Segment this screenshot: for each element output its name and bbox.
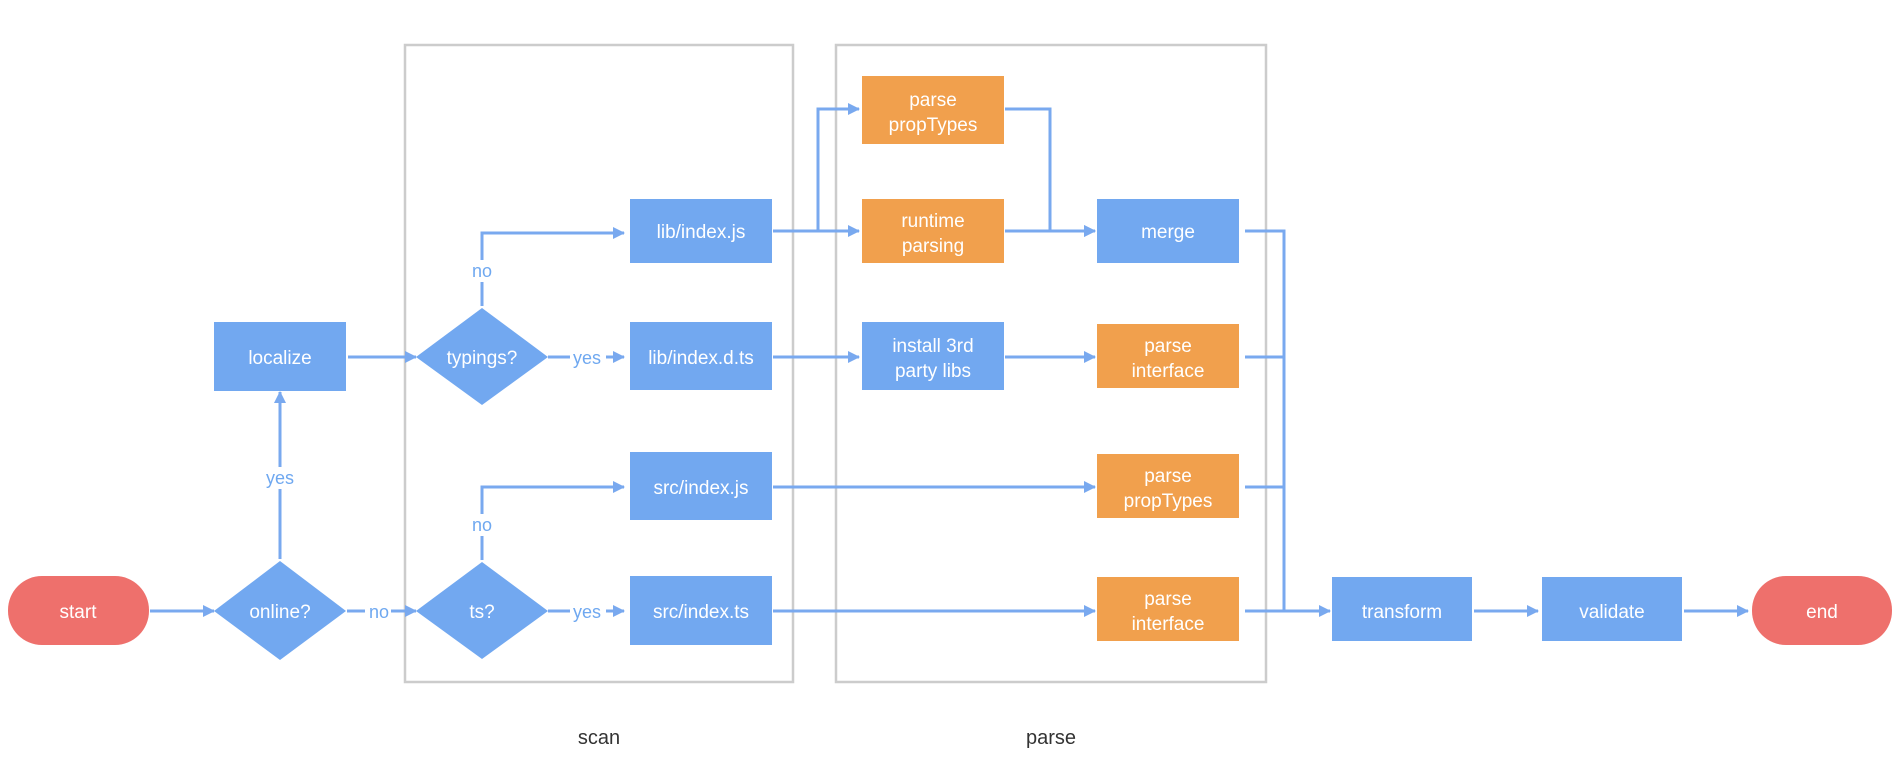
- edge-ts-src-index-js: [480, 481, 625, 560]
- node-localize-label: localize: [248, 348, 311, 369]
- edge-label-typings-no: no: [472, 261, 492, 281]
- edge-labels: yes no no yes no yes: [263, 260, 606, 623]
- node-src-index-ts-label: src/index.ts: [653, 602, 749, 623]
- node-end: end: [1752, 576, 1892, 645]
- node-parse-proptypes-lower-label-1: parse: [1144, 466, 1192, 487]
- node-transform: transform: [1332, 577, 1472, 641]
- node-transform-label: transform: [1362, 602, 1442, 623]
- edge-label-ts-yes: yes: [573, 602, 601, 622]
- node-online-label: online?: [249, 602, 310, 623]
- node-src-index-js: src/index.js: [630, 452, 772, 520]
- node-parse-interface-lower-label-1: parse: [1144, 589, 1192, 610]
- node-parse-interface-lower-label-2: interface: [1132, 614, 1205, 635]
- scan-group-frame: [403, 43, 795, 684]
- node-online: online?: [214, 561, 346, 660]
- node-parse-proptypes-lower: parse propTypes: [1097, 454, 1239, 518]
- node-install-3rd-party: install 3rd party libs: [862, 322, 1004, 390]
- node-typings: typings?: [416, 308, 548, 405]
- edge-lib-index-js-parse-proptypes: [773, 103, 860, 233]
- node-ts: ts?: [416, 562, 548, 659]
- edge-typings-lib-index-js: [480, 227, 625, 306]
- node-runtime-parsing-label-2: parsing: [902, 236, 964, 257]
- node-merge: merge: [1097, 199, 1239, 263]
- scan-group-label: scan: [578, 727, 620, 749]
- node-runtime-parsing: runtime parsing: [862, 199, 1004, 263]
- node-parse-proptypes-top-label-2: propTypes: [889, 115, 978, 136]
- node-ts-label: ts?: [469, 602, 494, 623]
- edge-label-typings-yes: yes: [573, 348, 601, 368]
- node-install-3rd-party-label-2: party libs: [895, 361, 971, 382]
- edge-label-ts-no: no: [472, 515, 492, 535]
- node-parse-interface-upper-label-1: parse: [1144, 336, 1192, 357]
- node-validate-label: validate: [1579, 602, 1645, 623]
- node-runtime-parsing-label-1: runtime: [901, 211, 964, 232]
- parse-group-frame: [834, 43, 1268, 684]
- edge-label-online-yes: yes: [266, 468, 294, 488]
- node-lib-index-js-label: lib/index.js: [657, 222, 746, 243]
- node-localize: localize: [214, 322, 346, 391]
- node-lib-index-dts: lib/index.d.ts: [630, 322, 772, 390]
- node-end-label: end: [1806, 602, 1838, 623]
- node-parse-interface-upper-label-2: interface: [1132, 361, 1205, 382]
- node-parse-proptypes-top: parse propTypes: [862, 76, 1004, 144]
- node-validate: validate: [1542, 577, 1682, 641]
- node-start-label: start: [60, 602, 98, 623]
- node-parse-interface-upper: parse interface: [1097, 324, 1239, 388]
- node-lib-index-js: lib/index.js: [630, 199, 772, 263]
- node-merge-label: merge: [1141, 222, 1195, 243]
- node-parse-proptypes-lower-label-2: propTypes: [1124, 491, 1213, 512]
- node-src-index-js-label: src/index.js: [653, 478, 748, 499]
- edge-parse-proptypes-merge: [1005, 107, 1096, 237]
- edge-merge-collector: [1245, 229, 1286, 611]
- node-src-index-ts: src/index.ts: [630, 576, 772, 645]
- edge-label-online-no: no: [369, 602, 389, 622]
- node-parse-interface-lower: parse interface: [1097, 577, 1239, 641]
- node-install-3rd-party-label-1: install 3rd: [892, 336, 973, 357]
- node-start: start: [8, 576, 149, 645]
- node-parse-proptypes-top-label-1: parse: [909, 90, 957, 111]
- node-lib-index-dts-label: lib/index.d.ts: [648, 348, 754, 369]
- parse-group-label: parse: [1026, 727, 1076, 749]
- node-typings-label: typings?: [447, 348, 518, 369]
